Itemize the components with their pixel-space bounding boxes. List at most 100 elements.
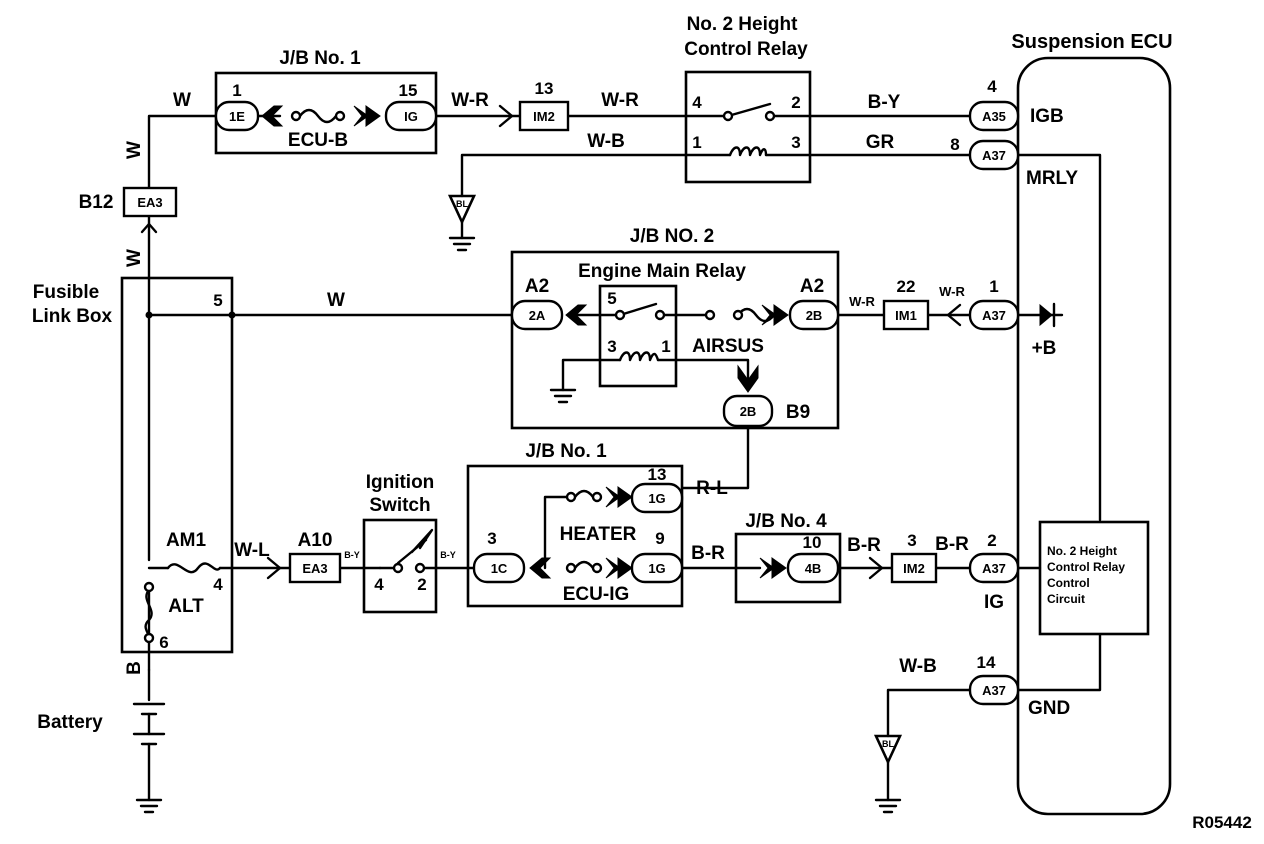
term-igb: IGB — [1030, 106, 1064, 127]
conn-A37c: A37 — [982, 561, 1006, 576]
pin-3-emr: 3 — [607, 337, 616, 356]
ecu-ig-label: ECU-IG — [563, 584, 630, 605]
conn-A37a: A37 — [982, 148, 1006, 163]
a2a-label: A2 — [525, 276, 549, 297]
fusible-box — [120, 276, 234, 654]
jb2-label: J/B NO. 2 — [630, 226, 714, 247]
alt-label: ALT — [168, 596, 204, 617]
conn-4B: 4B — [805, 561, 822, 576]
conn-1Ga: 1G — [648, 491, 665, 506]
pin-numbers: 1 15 13 4 2 1 3 4 8 5 5 3 1 22 1 13 3 9 … — [159, 77, 998, 672]
pin-10-4B: 10 — [803, 533, 822, 552]
pin-13-IM2: 13 — [535, 79, 554, 98]
wire-w-vert1: W — [124, 141, 145, 159]
pin-22-IM1: 22 — [897, 277, 916, 296]
pin-3-IM2: 3 — [907, 531, 916, 550]
jb2-box — [510, 250, 840, 430]
conn-IM2b: IM2 — [903, 561, 925, 576]
pin-2-A37: 2 — [987, 531, 996, 550]
pin-6-fl: 6 — [159, 633, 168, 652]
conn-2Bb: 2B — [740, 404, 757, 419]
wire-gr-top: GR — [866, 132, 895, 153]
pin-1-1E: 1 — [232, 81, 241, 100]
conn-A37d: A37 — [982, 683, 1006, 698]
pin-3-1C: 3 — [487, 529, 496, 548]
pin-1-emr: 1 — [661, 337, 670, 356]
wire-br2: B-R — [847, 535, 881, 556]
term-gnd: GND — [1028, 698, 1070, 719]
pin-5-fl: 5 — [213, 291, 222, 310]
conn-IG: IG — [404, 109, 418, 124]
wire-b-bat: B — [124, 661, 145, 675]
conn-2A: 2A — [529, 308, 546, 323]
wire-wr-mid2: W-R — [939, 284, 965, 299]
boxes — [120, 56, 1172, 816]
pin-4-ign: 4 — [374, 575, 384, 594]
fusible-label-1: Fusible — [33, 282, 100, 303]
pin-1-relay: 1 — [692, 133, 701, 152]
bl1-triangle — [447, 194, 477, 226]
b12-label: B12 — [79, 192, 114, 213]
wire-by2: B-Y — [440, 550, 456, 560]
ecu-block-1: No. 2 Height — [1047, 544, 1117, 558]
conn-A35: A35 — [982, 109, 1006, 124]
pin-2-ign: 2 — [417, 575, 426, 594]
connector-name-labels: B12 A2 A2 B9 A10 — [79, 192, 825, 551]
pin-1-A37: 1 — [989, 277, 998, 296]
emr-box — [598, 284, 678, 388]
jb4-label: J/B No. 4 — [745, 511, 827, 532]
jb4-box — [734, 532, 842, 604]
wire-wb-low: W-B — [899, 656, 937, 677]
pin-3-relay: 3 — [791, 133, 800, 152]
b9-label: B9 — [786, 402, 810, 423]
pin-2-relay: 2 — [791, 93, 800, 112]
pin-9-1G: 9 — [655, 529, 664, 548]
wire-wr-mid1: W-R — [849, 294, 875, 309]
term-ig: IG — [984, 592, 1004, 613]
wire-labels: W W W W-R W-R W-B B-Y GR W W-R W-R R-L B… — [124, 90, 969, 677]
pin-13-1G: 13 — [648, 465, 667, 484]
ecu-b-label: ECU-B — [288, 130, 348, 151]
conn-IM1: IM1 — [895, 308, 917, 323]
conn-EA3a: EA3 — [137, 195, 162, 210]
fusible-label-2: Link Box — [32, 306, 113, 327]
a10-label: A10 — [298, 530, 333, 551]
pin-4-A35: 4 — [987, 77, 997, 96]
pin-15-IG: 15 — [399, 81, 418, 100]
ignition-box — [362, 518, 438, 614]
wire-w-vert2: W — [124, 249, 145, 267]
arrow-1E — [261, 105, 284, 127]
connector-labels: 1E IG IM2 A35 A37 EA3 2A 2B IM1 A37 2B 1… — [137, 109, 1006, 749]
relay-details — [290, 102, 776, 362]
ecu-inner-box — [1038, 520, 1150, 636]
conn-1C: 1C — [491, 561, 508, 576]
pin-5-emr: 5 — [607, 289, 616, 308]
relay2-label-1: No. 2 Height — [687, 14, 799, 35]
wire-by-top: B-Y — [868, 92, 901, 113]
conn-2Ba: 2B — [806, 308, 823, 323]
wire-w-top: W — [173, 90, 191, 111]
battery-label: Battery — [37, 712, 103, 733]
pin-8-A37: 8 — [950, 135, 959, 154]
ignition-label-2: Switch — [369, 495, 430, 516]
relay2-box — [684, 70, 812, 184]
ref-code: R05442 — [1192, 813, 1252, 832]
conn-EA3b: EA3 — [302, 561, 327, 576]
wires — [132, 104, 1102, 814]
ignition-label-1: Ignition — [366, 472, 435, 493]
ecu-terminals: IGB MRLY IG GND — [984, 106, 1078, 719]
conn-1Gb: 1G — [648, 561, 665, 576]
wire-wb-top: W-B — [587, 131, 625, 152]
conn-1E: 1E — [229, 109, 245, 124]
airsus-label: AIRSUS — [692, 336, 764, 357]
arrow-IG — [353, 105, 381, 127]
bl2-triangle — [873, 734, 903, 766]
wire-wr-top2: W-R — [601, 90, 639, 111]
ecu-block-2: Control Relay — [1047, 560, 1125, 574]
wire-wr-top1: W-R — [451, 90, 489, 111]
emr-label: Engine Main Relay — [578, 261, 746, 282]
jb1-mid-box — [466, 464, 684, 608]
heater-label: HEATER — [560, 524, 637, 545]
conn-A37b: A37 — [982, 308, 1006, 323]
term-mrly: MRLY — [1026, 168, 1078, 189]
